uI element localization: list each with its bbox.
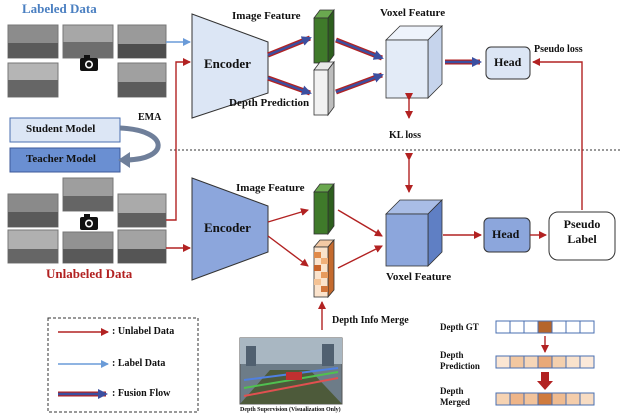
ema-arrow: [119, 125, 161, 163]
depth-feature-bottom: [313, 238, 335, 299]
head-top: [485, 46, 531, 80]
camera-icon: [80, 55, 98, 71]
teacher-model-box: [9, 147, 121, 173]
camera-icon: [80, 214, 98, 230]
depth-pred-to-merged-arrow: [537, 372, 553, 390]
unlabeled-images: [7, 177, 167, 264]
unlabel-to-student-arrow: [166, 58, 191, 221]
ema-arrowhead: [118, 152, 130, 168]
depth-info-merge-label: Depth Info Merge: [332, 315, 409, 326]
image-feature-bottom: [313, 182, 335, 236]
labeled-images: [7, 24, 167, 98]
fusion-arrows-top: [267, 35, 482, 96]
depth-prediction-bar-label: Depth Prediction: [440, 350, 480, 371]
legend-fusion-text: : Fusion Flow: [112, 388, 171, 399]
depth-supervision-image: [239, 337, 343, 405]
student-model-label: Student Model: [26, 123, 96, 135]
kl-loss-label: KL loss: [389, 130, 421, 141]
encoder-bottom: [191, 177, 269, 281]
teacher-model-label: Teacher Model: [26, 153, 96, 165]
head-bottom-label: Head: [492, 227, 520, 241]
ema-label: EMA: [138, 112, 162, 123]
pseudo-label-box: [548, 211, 616, 261]
unlabel-arrows-bottom: [267, 58, 583, 330]
encoder-top-label: Encoder: [204, 56, 251, 71]
voxel-cube-top: [385, 25, 443, 99]
legend-box: [47, 317, 199, 413]
depth-merged-label: Depth Merged: [440, 386, 470, 407]
legend-label-text: : Label Data: [112, 358, 166, 369]
encoder-bottom-label: Encoder: [204, 220, 251, 235]
voxel-cube-bottom: [385, 199, 443, 267]
labeled-data-title: Labeled Data: [22, 1, 97, 16]
unlabeled-data-title: Unlabeled Data: [46, 266, 133, 281]
depth-pred-bar: [495, 355, 595, 369]
pseudo-loss-label: Pseudo loss: [534, 44, 583, 55]
depth-gt-label: Depth GT: [440, 322, 479, 332]
depth-merged-bar: [495, 392, 595, 406]
legend-unlabel-text: : Unlabel Data: [112, 326, 175, 337]
voxel-feature-top-label: Voxel Feature: [380, 7, 446, 19]
pseudo-label-text: Pseudo Label: [563, 217, 601, 246]
student-model-box: [9, 117, 121, 143]
voxel-feature-bottom-label: Voxel Feature: [386, 271, 452, 283]
head-top-label: Head: [494, 55, 522, 69]
encoder-top: [191, 13, 269, 119]
image-feature-top: [313, 8, 335, 65]
depth-gt-bar: [495, 320, 595, 334]
depth-prediction-bar: [313, 60, 335, 117]
depth-supervision-caption: Depth Supervision (Visualization Only): [240, 407, 341, 413]
image-feature-bottom-label: Image Feature: [236, 182, 305, 194]
image-feature-top-label: Image Feature: [232, 10, 301, 22]
depth-prediction-label: Depth Prediction: [229, 97, 310, 109]
